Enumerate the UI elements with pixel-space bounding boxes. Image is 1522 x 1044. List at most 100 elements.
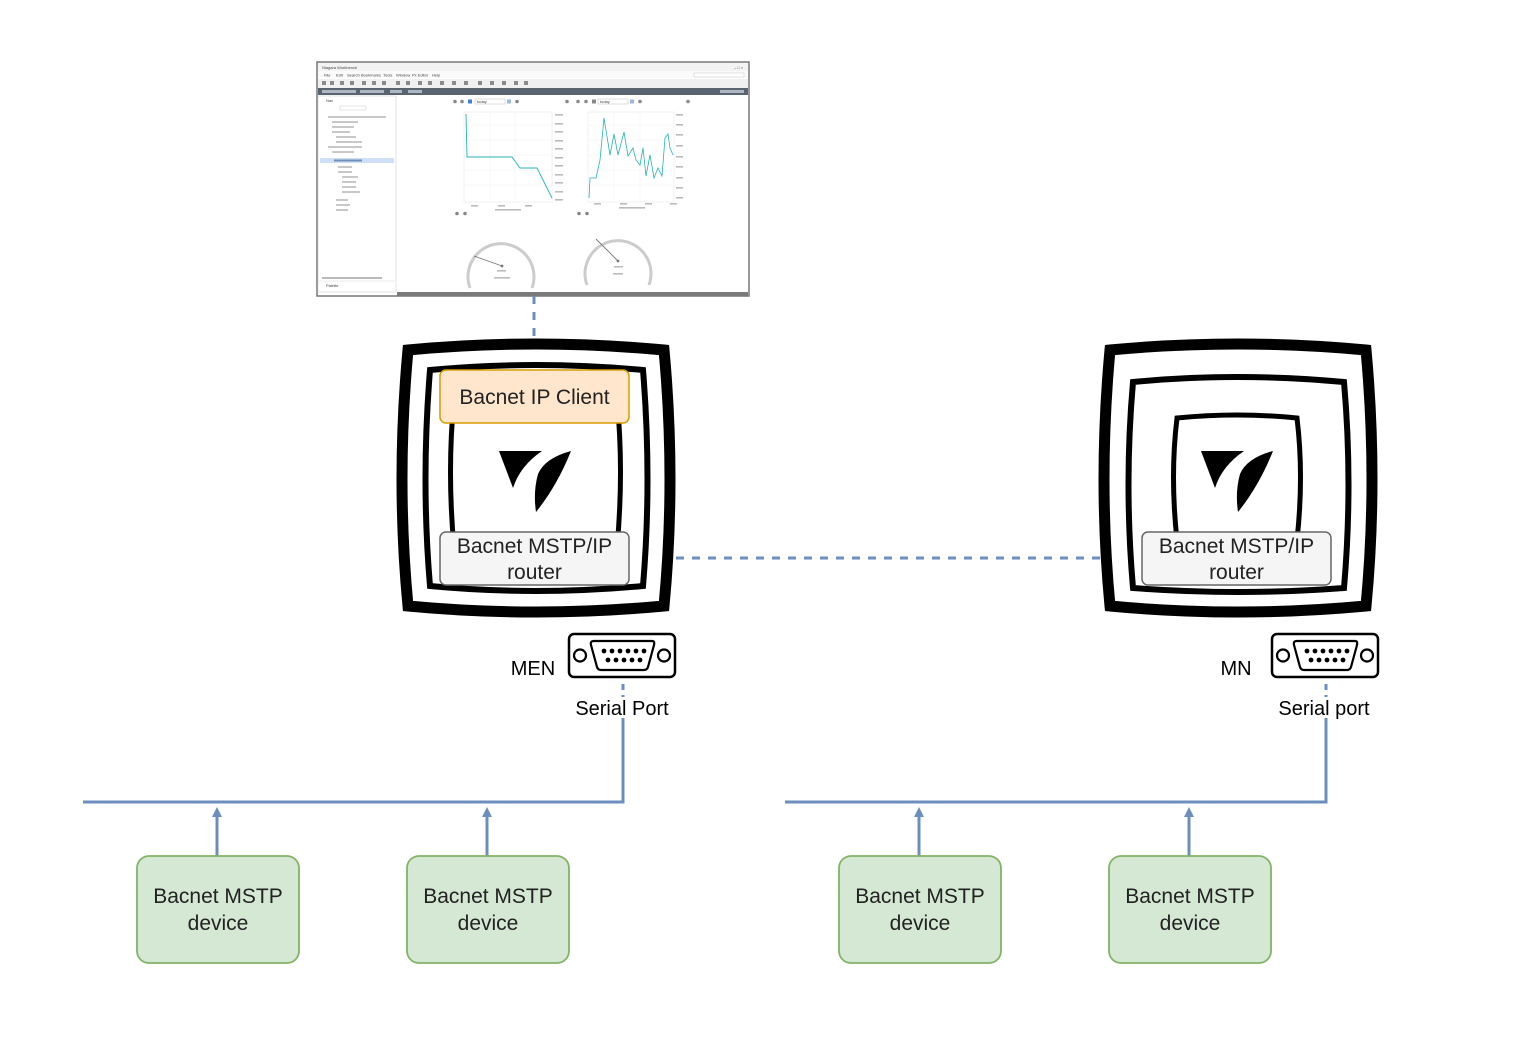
toolbar-icon[interactable] xyxy=(428,81,432,85)
breadcrumb[interactable] xyxy=(408,90,422,93)
chart-toolbar-right: today xyxy=(576,98,690,105)
menu-item[interactable]: File xyxy=(324,73,331,78)
tree-node[interactable] xyxy=(336,199,348,201)
bacnet-ip-client-box xyxy=(439,369,630,424)
nav-selector[interactable] xyxy=(339,105,367,111)
router-box xyxy=(1141,531,1332,586)
svg-text:today: today xyxy=(477,99,487,104)
tree-node[interactable] xyxy=(342,181,356,183)
tree-node[interactable] xyxy=(336,204,350,206)
device-label-line1: Bacnet MSTP xyxy=(423,885,553,908)
toolbar xyxy=(322,81,528,85)
gauge-left xyxy=(455,211,536,289)
device-label-line1: Bacnet MSTP xyxy=(1125,885,1255,908)
settings-icon[interactable] xyxy=(686,99,690,104)
host-device-men: Bacnet IP Client Bacnet MSTP/IP router xyxy=(396,338,676,618)
toolbar-icon[interactable] xyxy=(464,81,468,85)
vendor-logo-icon xyxy=(1201,451,1273,512)
settings-icon[interactable] xyxy=(565,99,569,104)
menu-item[interactable]: Window xyxy=(396,73,410,78)
breadcrumb[interactable] xyxy=(390,90,402,93)
tree-node[interactable] xyxy=(332,151,354,153)
toolbar-icon[interactable] xyxy=(490,81,494,85)
mstp-device-4: Bacnet MSTP device xyxy=(1108,855,1272,964)
breadcrumb-bar xyxy=(318,88,748,95)
trend-chart-left xyxy=(463,111,563,211)
toolbar-icon[interactable] xyxy=(362,81,366,85)
toolbar-icon[interactable] xyxy=(524,81,528,85)
mstp-bus-right xyxy=(785,718,1328,804)
toolbar-icon[interactable] xyxy=(418,81,422,85)
menu-item[interactable]: Help xyxy=(432,73,441,78)
toolbar-icon[interactable] xyxy=(406,81,410,85)
tree-node[interactable] xyxy=(342,176,358,178)
time-range-select[interactable] xyxy=(474,98,506,105)
toolbar-icon[interactable] xyxy=(322,81,326,85)
toolbar-icon[interactable] xyxy=(372,81,376,85)
zoom-icon[interactable] xyxy=(630,99,634,104)
nav-tab[interactable]: Nav xyxy=(326,98,333,103)
tree-node[interactable] xyxy=(342,186,356,188)
serial-port-men xyxy=(567,632,677,679)
tree-node[interactable] xyxy=(336,136,356,138)
tree-node[interactable] xyxy=(336,141,362,143)
menu-item[interactable]: Search xyxy=(347,73,360,78)
toolbar-icon[interactable] xyxy=(514,81,518,85)
tree-node[interactable] xyxy=(338,171,352,173)
mstp-bus-left xyxy=(83,718,625,804)
toolbar-icon[interactable] xyxy=(452,81,456,85)
tree-node[interactable] xyxy=(328,146,362,148)
search-icon[interactable] xyxy=(515,99,519,104)
search-icon[interactable] xyxy=(638,99,642,104)
menu-item[interactable]: Bookmarks xyxy=(361,73,381,78)
toolbar-icon[interactable] xyxy=(502,81,506,85)
menu-bar: File Edit Search Bookmarks Tools Window … xyxy=(324,73,441,78)
breadcrumb[interactable] xyxy=(360,90,384,93)
serial-port-label-men: Serial Port xyxy=(575,698,669,720)
router-label-line1: Bacnet MSTP/IP xyxy=(1159,535,1314,558)
tree-node[interactable] xyxy=(332,131,350,133)
db9-connector-icon xyxy=(589,639,656,672)
router-label-line1: Bacnet MSTP/IP xyxy=(457,535,612,558)
host-device-mn: Bacnet MSTP/IP router xyxy=(1098,338,1378,618)
menu-item[interactable]: Edit xyxy=(336,73,344,78)
menu-item[interactable]: Tools xyxy=(383,73,392,78)
gauge-right xyxy=(577,211,653,286)
zoom-icon[interactable] xyxy=(507,99,511,104)
bacnet-ip-client-label: Bacnet IP Client xyxy=(459,386,609,409)
time-range-select[interactable] xyxy=(597,98,629,105)
palette-tab[interactable]: Palette xyxy=(326,283,339,288)
breadcrumb[interactable] xyxy=(322,90,356,93)
vendor-logo-icon xyxy=(499,451,571,512)
window-title: Niagara Workbench xyxy=(322,65,357,70)
serial-port-label-mn: Serial port xyxy=(1278,698,1370,720)
tree-node[interactable] xyxy=(328,116,386,118)
router-box xyxy=(439,531,630,586)
device-label-line1: Bacnet MSTP xyxy=(153,885,283,908)
toolbar-icon[interactable] xyxy=(350,81,354,85)
tree-node[interactable] xyxy=(332,121,358,123)
device-label-line2: device xyxy=(890,912,951,935)
toolbar-icon[interactable] xyxy=(340,81,344,85)
tree-node[interactable] xyxy=(342,191,360,193)
toolbar-icon[interactable] xyxy=(478,81,482,85)
port-code-mn: MN xyxy=(1220,658,1251,680)
toolbar-icon[interactable] xyxy=(382,81,386,85)
device-label-line1: Bacnet MSTP xyxy=(855,885,985,908)
tree-node[interactable] xyxy=(338,166,352,168)
router-label-line2: router xyxy=(507,561,562,584)
breadcrumb[interactable] xyxy=(720,90,744,93)
menu-item[interactable]: Px Editor xyxy=(412,73,429,78)
search-input[interactable] xyxy=(693,72,745,78)
scrollbar[interactable] xyxy=(322,277,382,279)
toolbar-icon[interactable] xyxy=(440,81,444,85)
tree-node[interactable] xyxy=(336,209,348,211)
serial-port-mn xyxy=(1270,632,1380,679)
nav-tree-pane: Nav xyxy=(317,95,397,293)
window-controls: – □ × xyxy=(734,65,744,70)
tree-node[interactable] xyxy=(332,126,354,128)
toolbar-icon[interactable] xyxy=(396,81,400,85)
router-label-line2: router xyxy=(1209,561,1264,584)
toolbar-icon[interactable] xyxy=(330,81,334,85)
